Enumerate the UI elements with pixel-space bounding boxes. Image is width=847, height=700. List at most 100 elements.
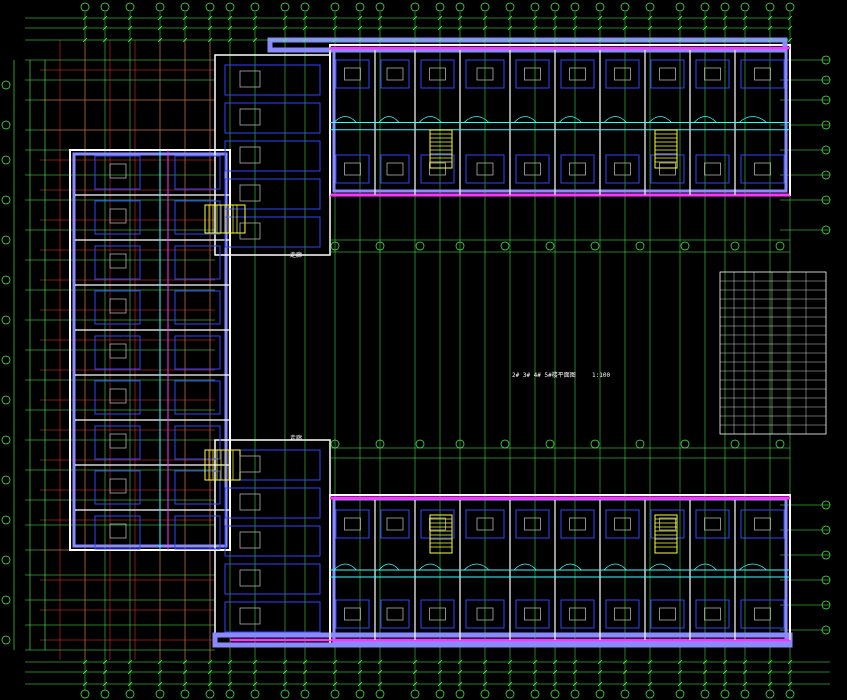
dimension-tick (227, 15, 233, 21)
dimension-tick (357, 669, 363, 675)
dimension-tick (377, 15, 383, 21)
dimension-tick (332, 659, 338, 665)
axis-bubble (821, 145, 831, 155)
room-unit (605, 154, 640, 184)
room-unit (174, 155, 221, 190)
axis-bubble (570, 689, 580, 699)
dimension-tick (482, 669, 488, 675)
dimension-tick (437, 37, 443, 43)
dimension-tick (532, 15, 538, 21)
bed-fixture (344, 162, 361, 176)
door-swing (463, 563, 490, 571)
room-unit (515, 599, 550, 629)
room-unit (174, 470, 221, 505)
fixture (109, 208, 127, 224)
axis-bubble (500, 241, 510, 251)
bed-fixture (614, 162, 631, 176)
axis-bubble (821, 625, 831, 635)
dimension-tick (412, 681, 418, 687)
room-unit (515, 59, 550, 89)
dimension-tick (572, 669, 578, 675)
room-unit (174, 380, 221, 415)
axis-bubble (821, 120, 831, 130)
fixture (109, 478, 127, 494)
room-unit (560, 599, 595, 629)
dimension-tick (437, 15, 443, 21)
bed-fixture (569, 517, 586, 531)
bed-fixture (754, 67, 771, 81)
stair-core (654, 129, 678, 169)
door-swing (558, 563, 582, 571)
axis-bubble (680, 241, 690, 251)
dimension-tick (532, 669, 538, 675)
dimension-tick (357, 681, 363, 687)
axis-bubble (720, 689, 730, 699)
bed-fixture (614, 607, 631, 621)
bed-fixture (429, 162, 446, 176)
room-unit (94, 425, 141, 460)
dimension-tick (457, 669, 463, 675)
dimension-tick (677, 25, 683, 31)
fixture (239, 531, 261, 549)
dimension-tick (102, 659, 108, 665)
axis-bubble (330, 689, 340, 699)
dimension-tick (377, 669, 383, 675)
room-unit (174, 200, 221, 235)
dimension-tick (457, 681, 463, 687)
axis-bubble (80, 2, 90, 12)
dimension-tick (332, 37, 338, 43)
dimension-tick (647, 25, 653, 31)
dimension-tick (157, 659, 163, 665)
room-partitions (75, 50, 791, 640)
axis-bubble (410, 2, 420, 12)
room-unit (224, 140, 321, 172)
dimension-tick (787, 37, 793, 43)
axis-bubble (821, 75, 831, 85)
door-swing (558, 116, 582, 123)
room-unit (560, 59, 595, 89)
axis-bubble (821, 525, 831, 535)
axis-bubble (620, 689, 630, 699)
stair-core (429, 129, 453, 169)
bed-fixture (704, 517, 721, 531)
dimension-tick (787, 659, 793, 665)
dimension-tick (377, 681, 383, 687)
dimension-tick (742, 669, 748, 675)
dimension-tick (252, 659, 258, 665)
dimension-tick (357, 37, 363, 43)
door-swing (603, 116, 627, 123)
room-unit (224, 216, 321, 248)
bed-fixture (476, 517, 494, 531)
dimension-tick (597, 25, 603, 31)
dimension-tick (722, 659, 728, 665)
door-swing (513, 116, 537, 123)
fixture (109, 163, 127, 179)
room-unit (224, 449, 321, 481)
wall-hatch (72, 152, 228, 548)
dimension-tick (127, 681, 133, 687)
dimension-tick (572, 681, 578, 687)
dimension-tick (207, 659, 213, 665)
bed-fixture (614, 517, 631, 531)
dimension-tick (102, 15, 108, 21)
axis-bubble (530, 689, 540, 699)
dimension-tick (227, 669, 233, 675)
axis-bubble (821, 550, 831, 560)
schedule-table (719, 271, 827, 435)
room-unit (94, 290, 141, 325)
room-unit (380, 599, 410, 629)
dimension-tick (127, 25, 133, 31)
dimension-tick (302, 681, 308, 687)
room-unit (335, 59, 370, 89)
room-unit (740, 154, 785, 184)
axis-bubble (225, 2, 235, 12)
axis-bubble (775, 241, 785, 251)
dimension-tick (742, 37, 748, 43)
dimension-tick (702, 681, 708, 687)
dimension-tick (507, 681, 513, 687)
fixture (239, 70, 261, 88)
axis-bubble (785, 689, 795, 699)
axis-bubble (225, 689, 235, 699)
dimension-tick (437, 659, 443, 665)
room-unit (650, 59, 685, 89)
